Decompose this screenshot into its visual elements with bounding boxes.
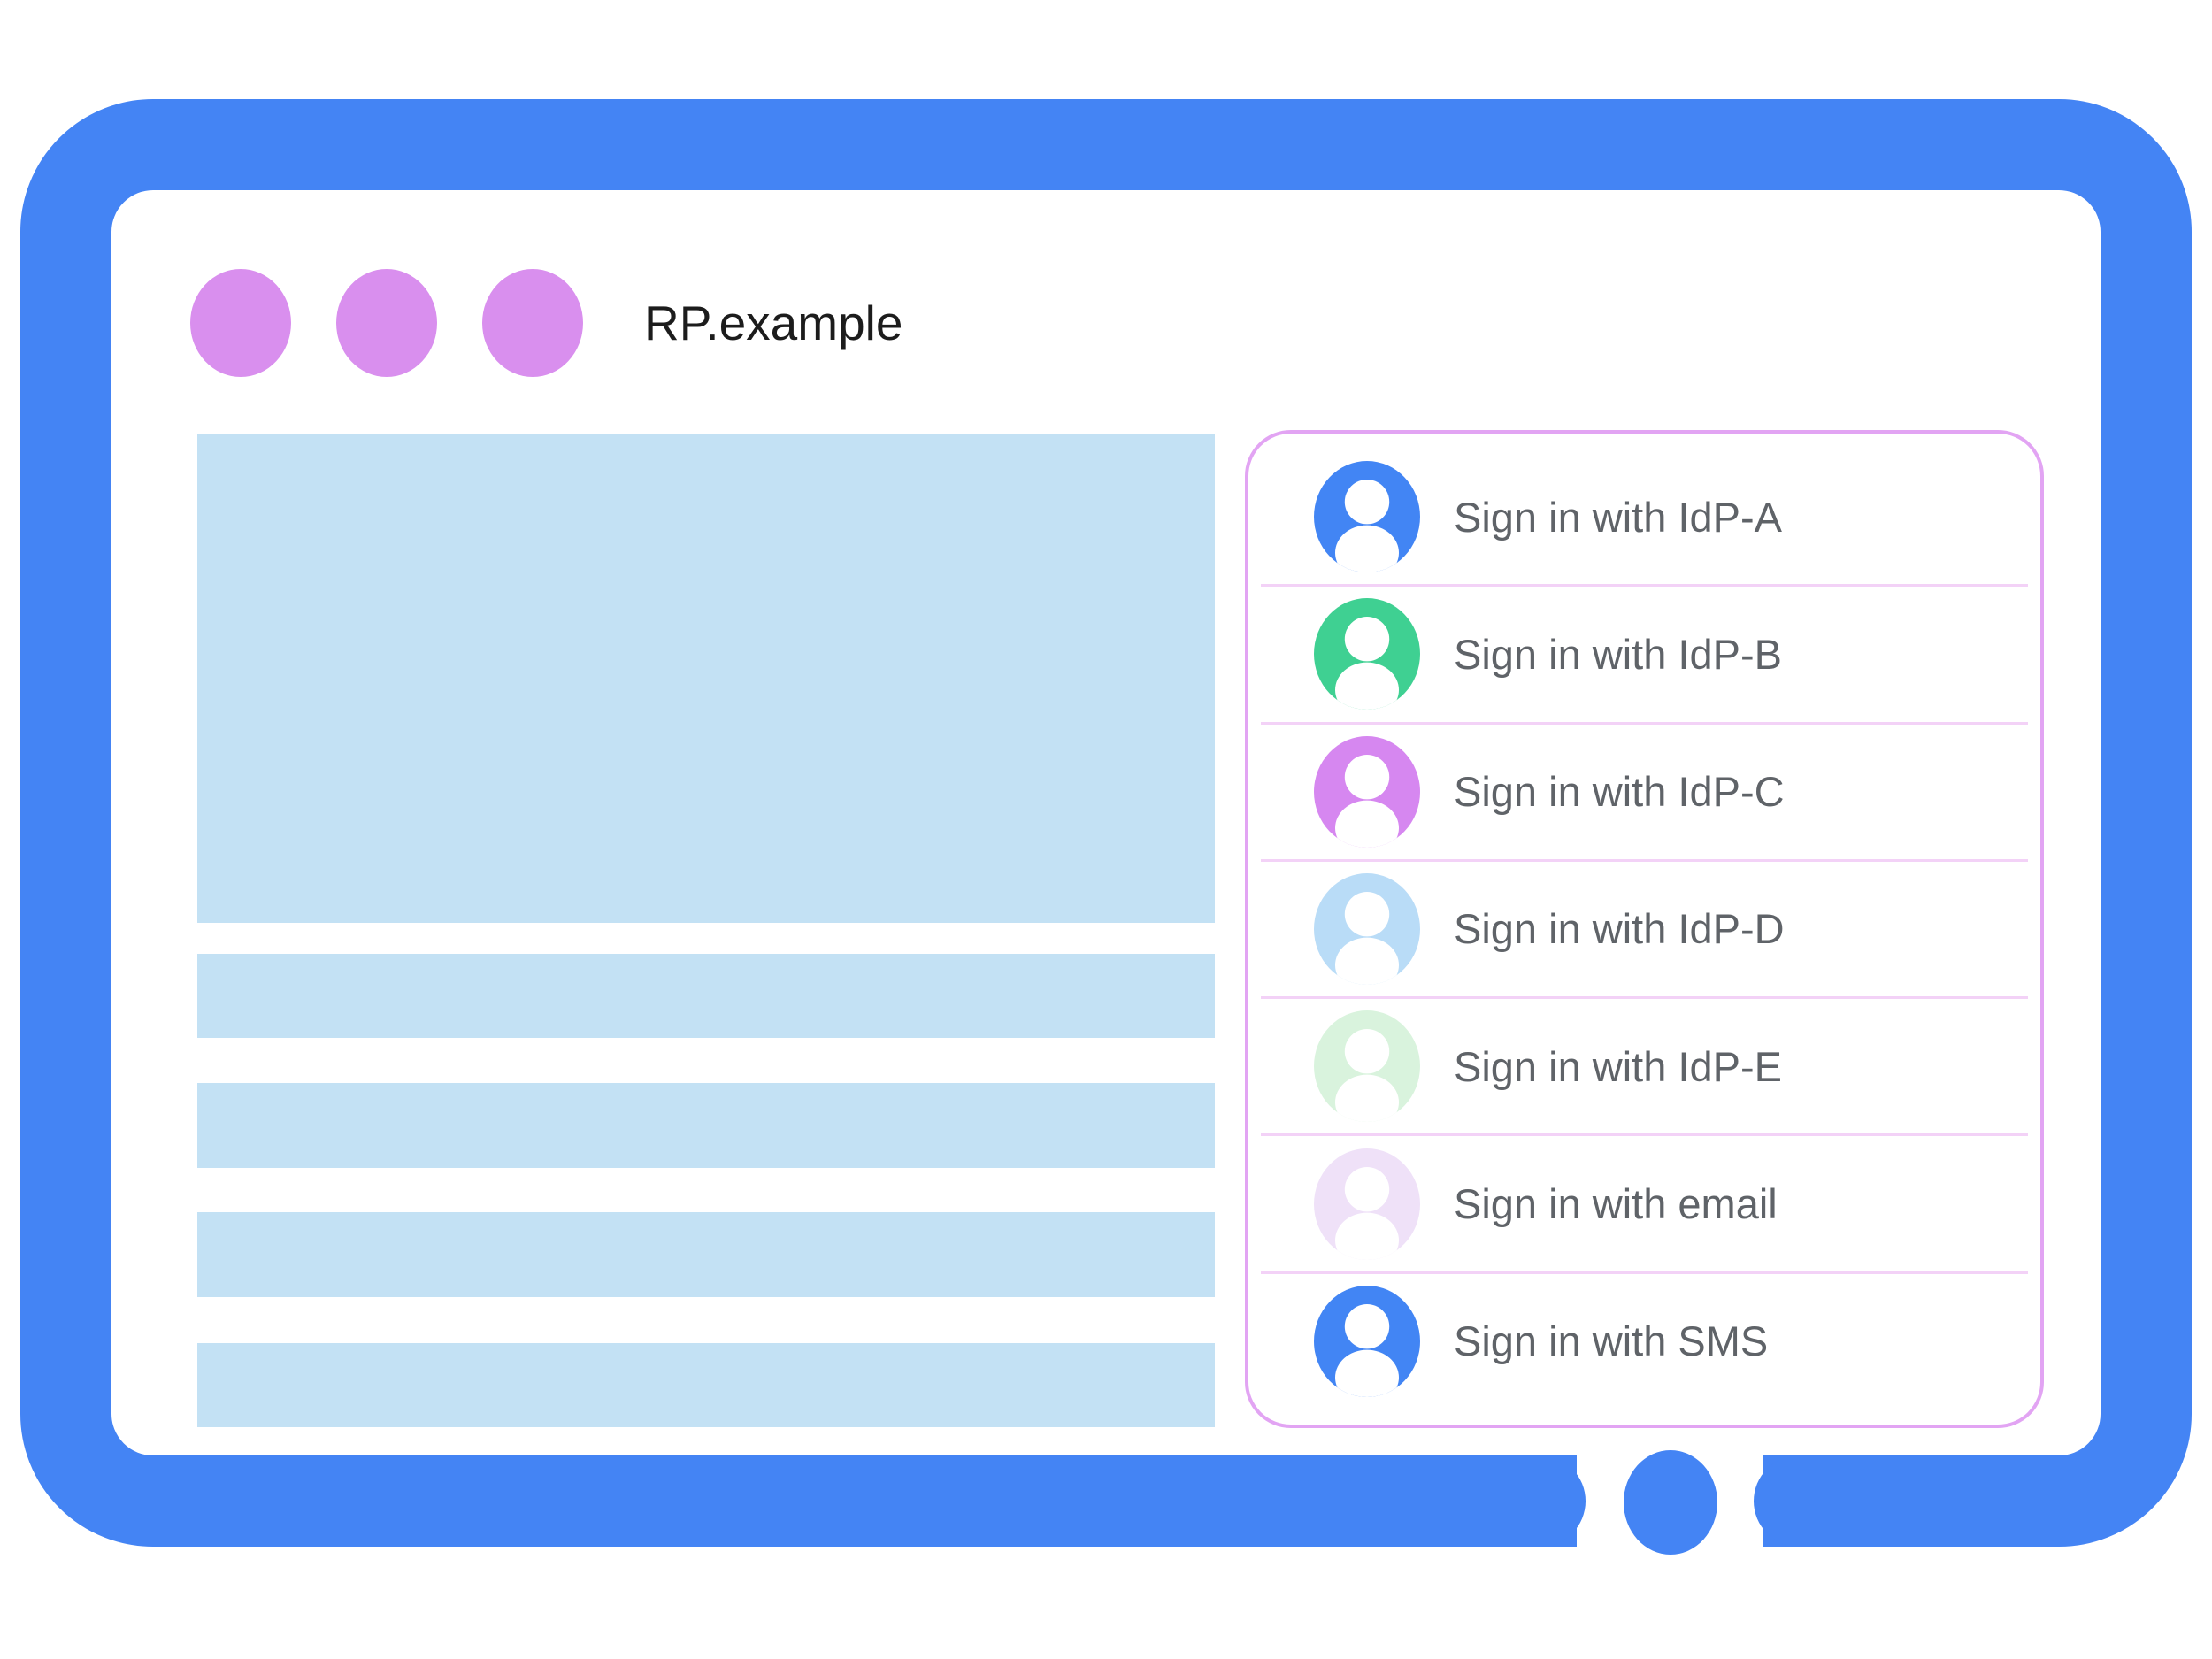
signin-option-button[interactable]: Sign in with IdP-E — [1261, 999, 2028, 1137]
window-control-dot — [336, 269, 437, 377]
signin-option-label: Sign in with email — [1454, 1180, 1778, 1228]
signin-option-button[interactable]: Sign in with IdP-D — [1261, 862, 2028, 1000]
signin-option-label: Sign in with SMS — [1454, 1317, 1769, 1365]
content-placeholder-bar — [197, 1343, 1215, 1427]
content-placeholder-bar — [197, 1083, 1215, 1168]
signin-option-button[interactable]: Sign in with IdP-A — [1261, 449, 2028, 588]
content-placeholder-hero — [197, 434, 1215, 923]
signin-option-label: Sign in with IdP-B — [1454, 630, 1782, 678]
content-placeholder-bar — [197, 1212, 1215, 1297]
signin-option-button[interactable]: Sign in with IdP-B — [1261, 587, 2028, 725]
signin-option-label: Sign in with IdP-D — [1454, 905, 1785, 953]
person-icon — [1314, 461, 1420, 573]
signin-option-label: Sign in with IdP-A — [1454, 493, 1782, 541]
signin-options-list: Sign in with IdP-A Sign in with IdP-B Si… — [1248, 434, 2040, 1425]
signin-option-button[interactable]: Sign in with SMS — [1261, 1274, 2028, 1409]
person-icon — [1314, 1148, 1420, 1260]
frame-bottom-right-cap — [1754, 1455, 1853, 1547]
window-control-dot — [482, 269, 583, 377]
signin-dialog: Sign in with IdP-A Sign in with IdP-B Si… — [1245, 430, 2044, 1428]
person-icon — [1314, 735, 1420, 848]
window-controls — [190, 269, 583, 377]
person-icon — [1314, 872, 1420, 985]
person-icon — [1314, 598, 1420, 710]
person-icon — [1314, 1010, 1420, 1123]
signin-option-button[interactable]: Sign in with email — [1261, 1136, 2028, 1274]
person-icon — [1314, 1285, 1420, 1397]
content-placeholder-bar — [197, 954, 1215, 1038]
window-control-dot — [190, 269, 291, 377]
signin-option-button[interactable]: Sign in with IdP-C — [1261, 725, 2028, 862]
frame-bottom-left-cap — [1486, 1455, 1586, 1547]
signin-option-label: Sign in with IdP-E — [1454, 1042, 1782, 1090]
signin-option-label: Sign in with IdP-C — [1454, 768, 1785, 816]
site-title: RP.example — [644, 296, 903, 350]
home-button-dot — [1624, 1450, 1717, 1555]
